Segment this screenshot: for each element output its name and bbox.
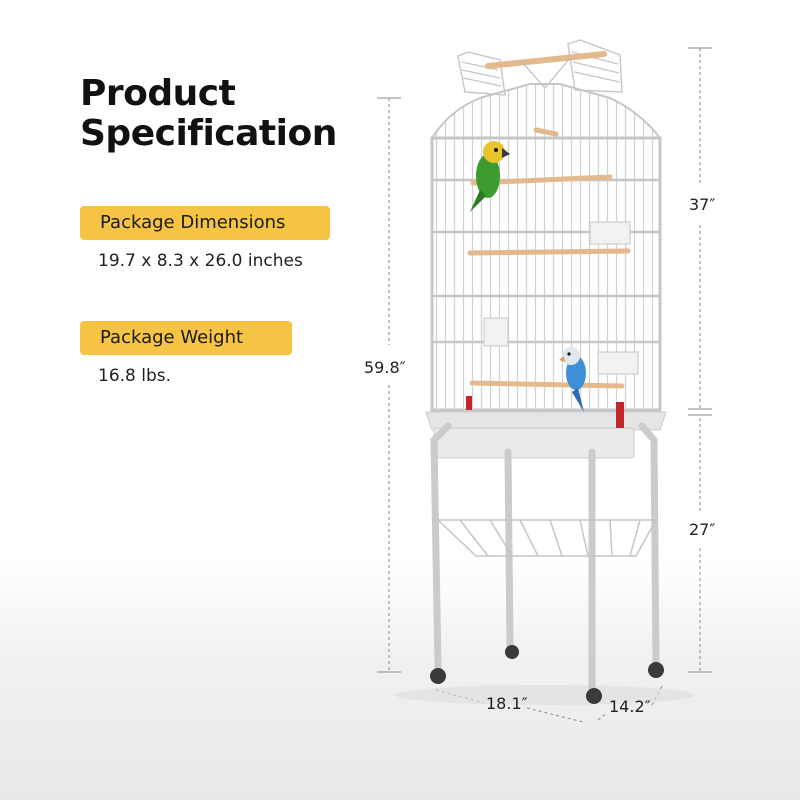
total-height-label: 59.8″ bbox=[364, 358, 406, 377]
cage-height-label: 37″ bbox=[689, 195, 716, 214]
cage-tray bbox=[425, 411, 667, 431]
package-dimensions-value: 19.7 x 8.3 x 26.0 inches bbox=[98, 251, 303, 271]
dimension-guides bbox=[388, 48, 701, 723]
latch-right bbox=[616, 402, 624, 428]
package-weight-value: 16.8 lbs. bbox=[98, 366, 172, 386]
stand-frame bbox=[430, 422, 660, 694]
title-line-1: Product bbox=[80, 73, 236, 114]
cage-top-doors bbox=[457, 39, 623, 96]
width-line-right bbox=[526, 707, 584, 723]
top-perch bbox=[485, 51, 607, 69]
wire-basket bbox=[436, 519, 658, 557]
cage-door bbox=[483, 317, 509, 347]
depth-line-left bbox=[597, 712, 608, 721]
feeder-cup-1 bbox=[589, 221, 631, 245]
package-dimensions-badge: Package Dimensions bbox=[80, 206, 330, 240]
title-line-2: Specification bbox=[80, 113, 337, 154]
green-parrot-image bbox=[470, 141, 510, 212]
latch-left bbox=[466, 396, 472, 410]
blue-budgie-image bbox=[559, 347, 586, 412]
depth-label: 14.2″ bbox=[609, 697, 651, 716]
caster-wheels bbox=[430, 645, 664, 704]
page-title: Product Specification bbox=[80, 74, 337, 154]
stand-height-label: 27″ bbox=[689, 520, 716, 539]
cage-roof bbox=[430, 83, 663, 139]
perches bbox=[467, 127, 631, 389]
feeder-cup-2 bbox=[597, 351, 639, 375]
dimension-ticks bbox=[377, 47, 712, 673]
package-weight-badge: Package Weight bbox=[80, 321, 292, 355]
slide-out-drawer bbox=[433, 427, 635, 459]
width-label: 18.1″ bbox=[486, 694, 528, 713]
